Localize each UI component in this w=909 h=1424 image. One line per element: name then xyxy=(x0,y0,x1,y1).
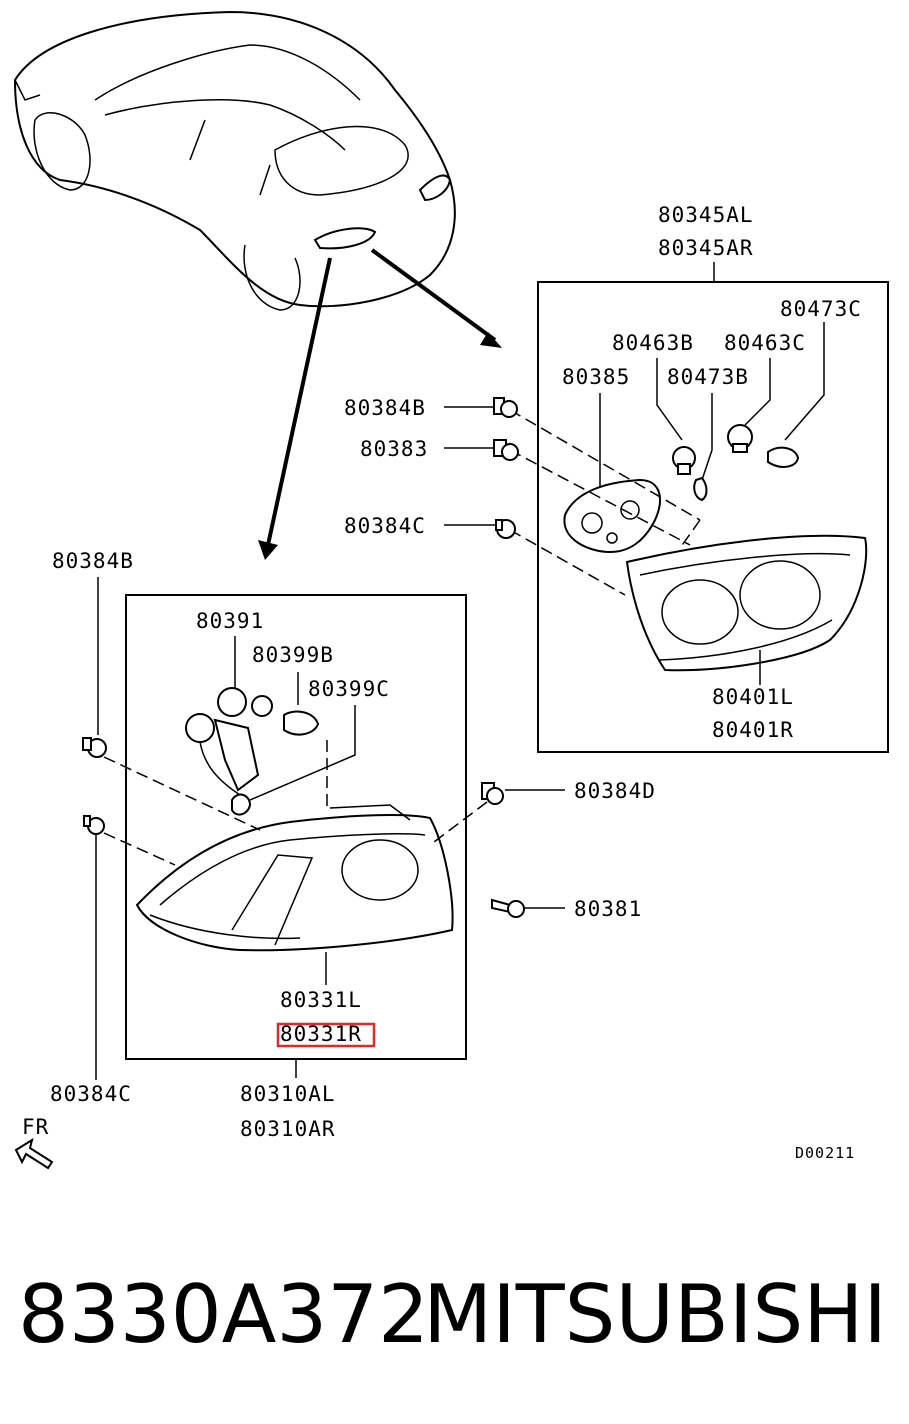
clip-80384B-left xyxy=(82,737,107,758)
label-80381: 80381 xyxy=(574,897,642,921)
clip-80384C-right xyxy=(495,519,516,539)
nut-80383 xyxy=(493,439,519,461)
label-80399C: 80399C xyxy=(308,677,390,701)
gasket-80385 xyxy=(563,478,661,554)
front-arrow-icon xyxy=(14,1137,54,1170)
label-80401R: 80401R xyxy=(712,718,794,742)
label-80331R: 80331R xyxy=(280,1022,362,1046)
pointer-arrows xyxy=(258,248,502,560)
footer: 8330A372 MITSUBISHI xyxy=(0,1265,909,1365)
highlight-80331R xyxy=(276,1022,376,1048)
part-number: 8330A372 xyxy=(18,1268,430,1361)
bulb-80473B xyxy=(693,476,708,502)
parts-diagram: 80345AL 80345AR 80473C 80463B 80463C 803… xyxy=(13,10,889,1170)
bulb-socket-80463B xyxy=(672,446,696,475)
label-80473C: 80473C xyxy=(780,297,862,321)
clip-80384C-left xyxy=(83,815,105,835)
car-illustration xyxy=(13,10,456,311)
label-80331L: 80331L xyxy=(280,988,362,1012)
label-80384D: 80384D xyxy=(574,779,656,803)
brand-name: MITSUBISHI xyxy=(423,1268,887,1361)
socket-harness-80391 xyxy=(185,687,273,816)
bulb-socket-80463C xyxy=(727,424,753,453)
label-80384B-left: 80384B xyxy=(52,549,134,573)
label-80384C-left: 80384C xyxy=(50,1082,132,1106)
label-80345AL: 80345AL xyxy=(658,203,754,227)
label-80384B-right: 80384B xyxy=(344,396,426,420)
nut-80384D xyxy=(481,782,504,805)
label-80473B: 80473B xyxy=(667,365,749,389)
label-80391: 80391 xyxy=(196,609,264,633)
label-80399B: 80399B xyxy=(252,643,334,667)
label-80463B: 80463B xyxy=(612,331,694,355)
bulb-80399B xyxy=(283,710,320,736)
label-fr: FR xyxy=(22,1115,49,1139)
clip-80384B-right xyxy=(493,397,518,418)
label-80310AL: 80310AL xyxy=(240,1082,336,1106)
label-80310AR: 80310AR xyxy=(240,1117,336,1141)
diagram-code: D00211 xyxy=(795,1144,855,1162)
label-80345AR: 80345AR xyxy=(658,236,754,260)
label-80385: 80385 xyxy=(562,365,630,389)
label-80463C: 80463C xyxy=(724,331,806,355)
label-80401L: 80401L xyxy=(712,685,794,709)
label-80383: 80383 xyxy=(360,437,428,461)
inner-lamp-80401 xyxy=(625,534,868,672)
label-80384C-right: 80384C xyxy=(344,514,426,538)
outer-lamp-80331 xyxy=(135,804,454,952)
inner-lamp-box xyxy=(537,281,889,753)
screw-80381 xyxy=(491,898,525,918)
bulb-80473C xyxy=(767,446,800,468)
